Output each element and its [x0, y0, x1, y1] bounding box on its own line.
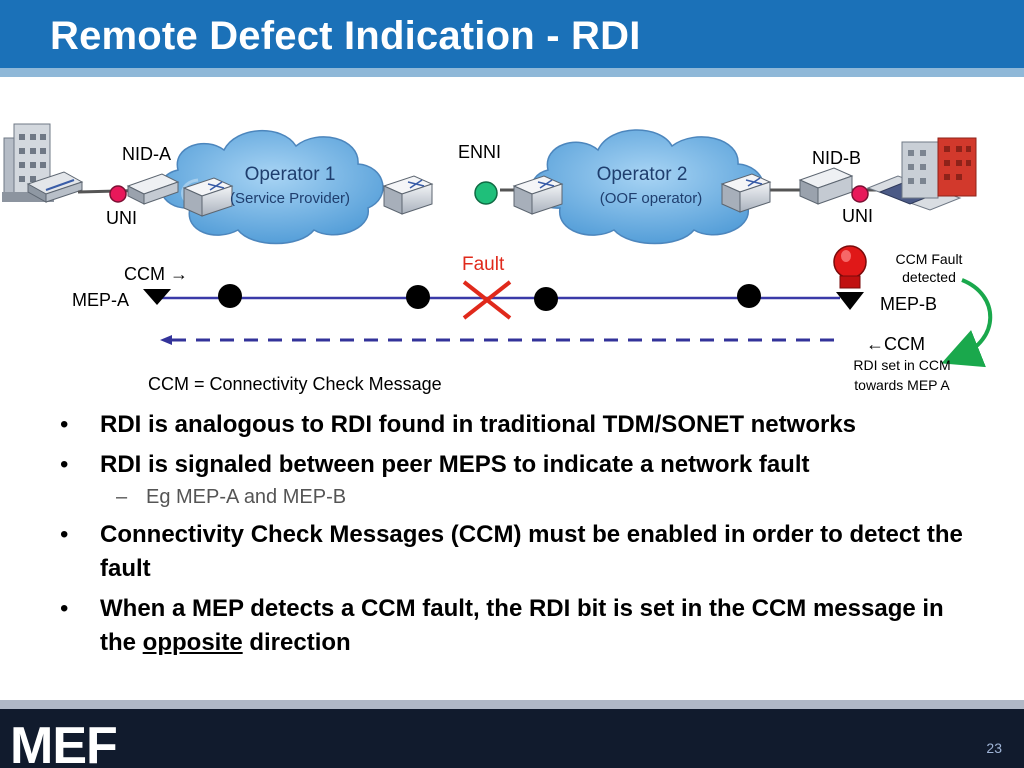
footer-stripe	[0, 700, 1024, 709]
uni-left-dot	[109, 185, 127, 203]
mip-dot	[218, 284, 242, 308]
mip-dot	[737, 284, 761, 308]
mep-b-marker	[836, 292, 864, 310]
operator2-title: Operator 2	[596, 164, 688, 185]
mef-logo: MEF	[10, 717, 118, 768]
bullet-dot: •	[60, 411, 69, 438]
ccm-definition: CCM = Connectivity Check Message	[148, 374, 442, 394]
operator1-subtitle: (Service Provider)	[230, 190, 351, 207]
switch-icon	[512, 175, 564, 215]
footer-bar: MEF 23	[0, 700, 1024, 768]
building-right-icon	[866, 137, 977, 211]
bullet-dot: •	[60, 451, 69, 478]
uni-left-label: UNI	[106, 208, 137, 228]
switch-icon	[720, 173, 772, 213]
title-stripe	[0, 68, 1024, 77]
rdi-diagram: NID-A ENNI NID-B UNI UNI Operator 1 (Ser…	[0, 80, 1024, 410]
fault-x-icon	[462, 280, 512, 320]
fault-label: Fault	[462, 254, 505, 275]
ccm-fault-line2: detected	[902, 269, 956, 285]
mep-a-label: MEP-A	[72, 290, 130, 310]
rdi-line2: towards MEP A	[854, 377, 950, 393]
ccm-forward-label: CCM →	[124, 264, 188, 284]
diagram-graphics	[2, 123, 993, 368]
enni-dot	[474, 181, 498, 205]
bullet-text-underlined: opposite	[142, 629, 243, 656]
operator2-subtitle: (OOF operator)	[599, 190, 703, 207]
bullet-text-end: direction	[242, 629, 351, 656]
enni-label: ENNI	[458, 142, 502, 162]
sub-bullet-item: – Eg MEP-A and MEP-B	[58, 484, 978, 510]
mep-b-label: MEP-B	[880, 294, 938, 314]
bullet-text: RDI is signaled between peer MEPS to ind…	[100, 451, 810, 478]
mip-dot	[534, 287, 558, 311]
rdi-line1: RDI set in CCM	[853, 357, 951, 373]
rdi-arrowhead	[160, 335, 172, 345]
ccm-fault-label: CCM Fault detected	[884, 250, 974, 286]
mip-dot	[406, 285, 430, 309]
uni-right-dot	[851, 185, 869, 203]
bullet-text: When a MEP detects a CCM fault, the RDI …	[100, 595, 944, 656]
green-loop-arrow	[941, 278, 993, 368]
bullet-text: RDI is analogous to RDI found in traditi…	[100, 411, 857, 438]
sub-bullet-text: Eg MEP-A and MEP-B	[146, 486, 347, 508]
rdi-label: RDI set in CCM towards MEP A	[836, 355, 968, 395]
switch-icon	[382, 175, 434, 215]
bullet-dot: •	[60, 521, 69, 548]
operator2-cloud	[531, 129, 765, 245]
ccm-back-label: ←CCM	[866, 334, 925, 354]
bullet-dot: •	[60, 595, 69, 622]
operator1-cloud	[160, 130, 384, 245]
ccm-fault-line1: CCM Fault	[895, 251, 963, 267]
mep-a-marker	[143, 289, 171, 305]
sub-bullet-dash: –	[116, 486, 128, 508]
slide-title: Remote Defect Indication - RDI	[50, 14, 641, 58]
bullet-item: • Connectivity Check Messages (CCM) must…	[58, 518, 978, 586]
nid-a-icon	[126, 173, 180, 205]
bullet-text: Connectivity Check Messages (CCM) must b…	[100, 521, 963, 582]
operator1-title: Operator 1	[244, 164, 336, 185]
bullet-item: • When a MEP detects a CCM fault, the RD…	[58, 592, 978, 660]
cpe-left-icon	[26, 171, 84, 203]
nid-a-label: NID-A	[122, 144, 171, 164]
uni-right-label: UNI	[842, 206, 873, 226]
bullet-item: • RDI is analogous to RDI found in tradi…	[58, 408, 978, 442]
bullet-list: • RDI is analogous to RDI found in tradi…	[58, 408, 978, 666]
title-bar: Remote Defect Indication - RDI	[0, 0, 1024, 77]
nid-b-icon	[798, 167, 854, 205]
switch-icon	[182, 177, 234, 217]
alarm-icon	[833, 245, 867, 289]
bullet-item: • RDI is signaled between peer MEPS to i…	[58, 448, 978, 482]
nid-b-label: NID-B	[812, 148, 861, 168]
page-number: 23	[986, 740, 1002, 756]
